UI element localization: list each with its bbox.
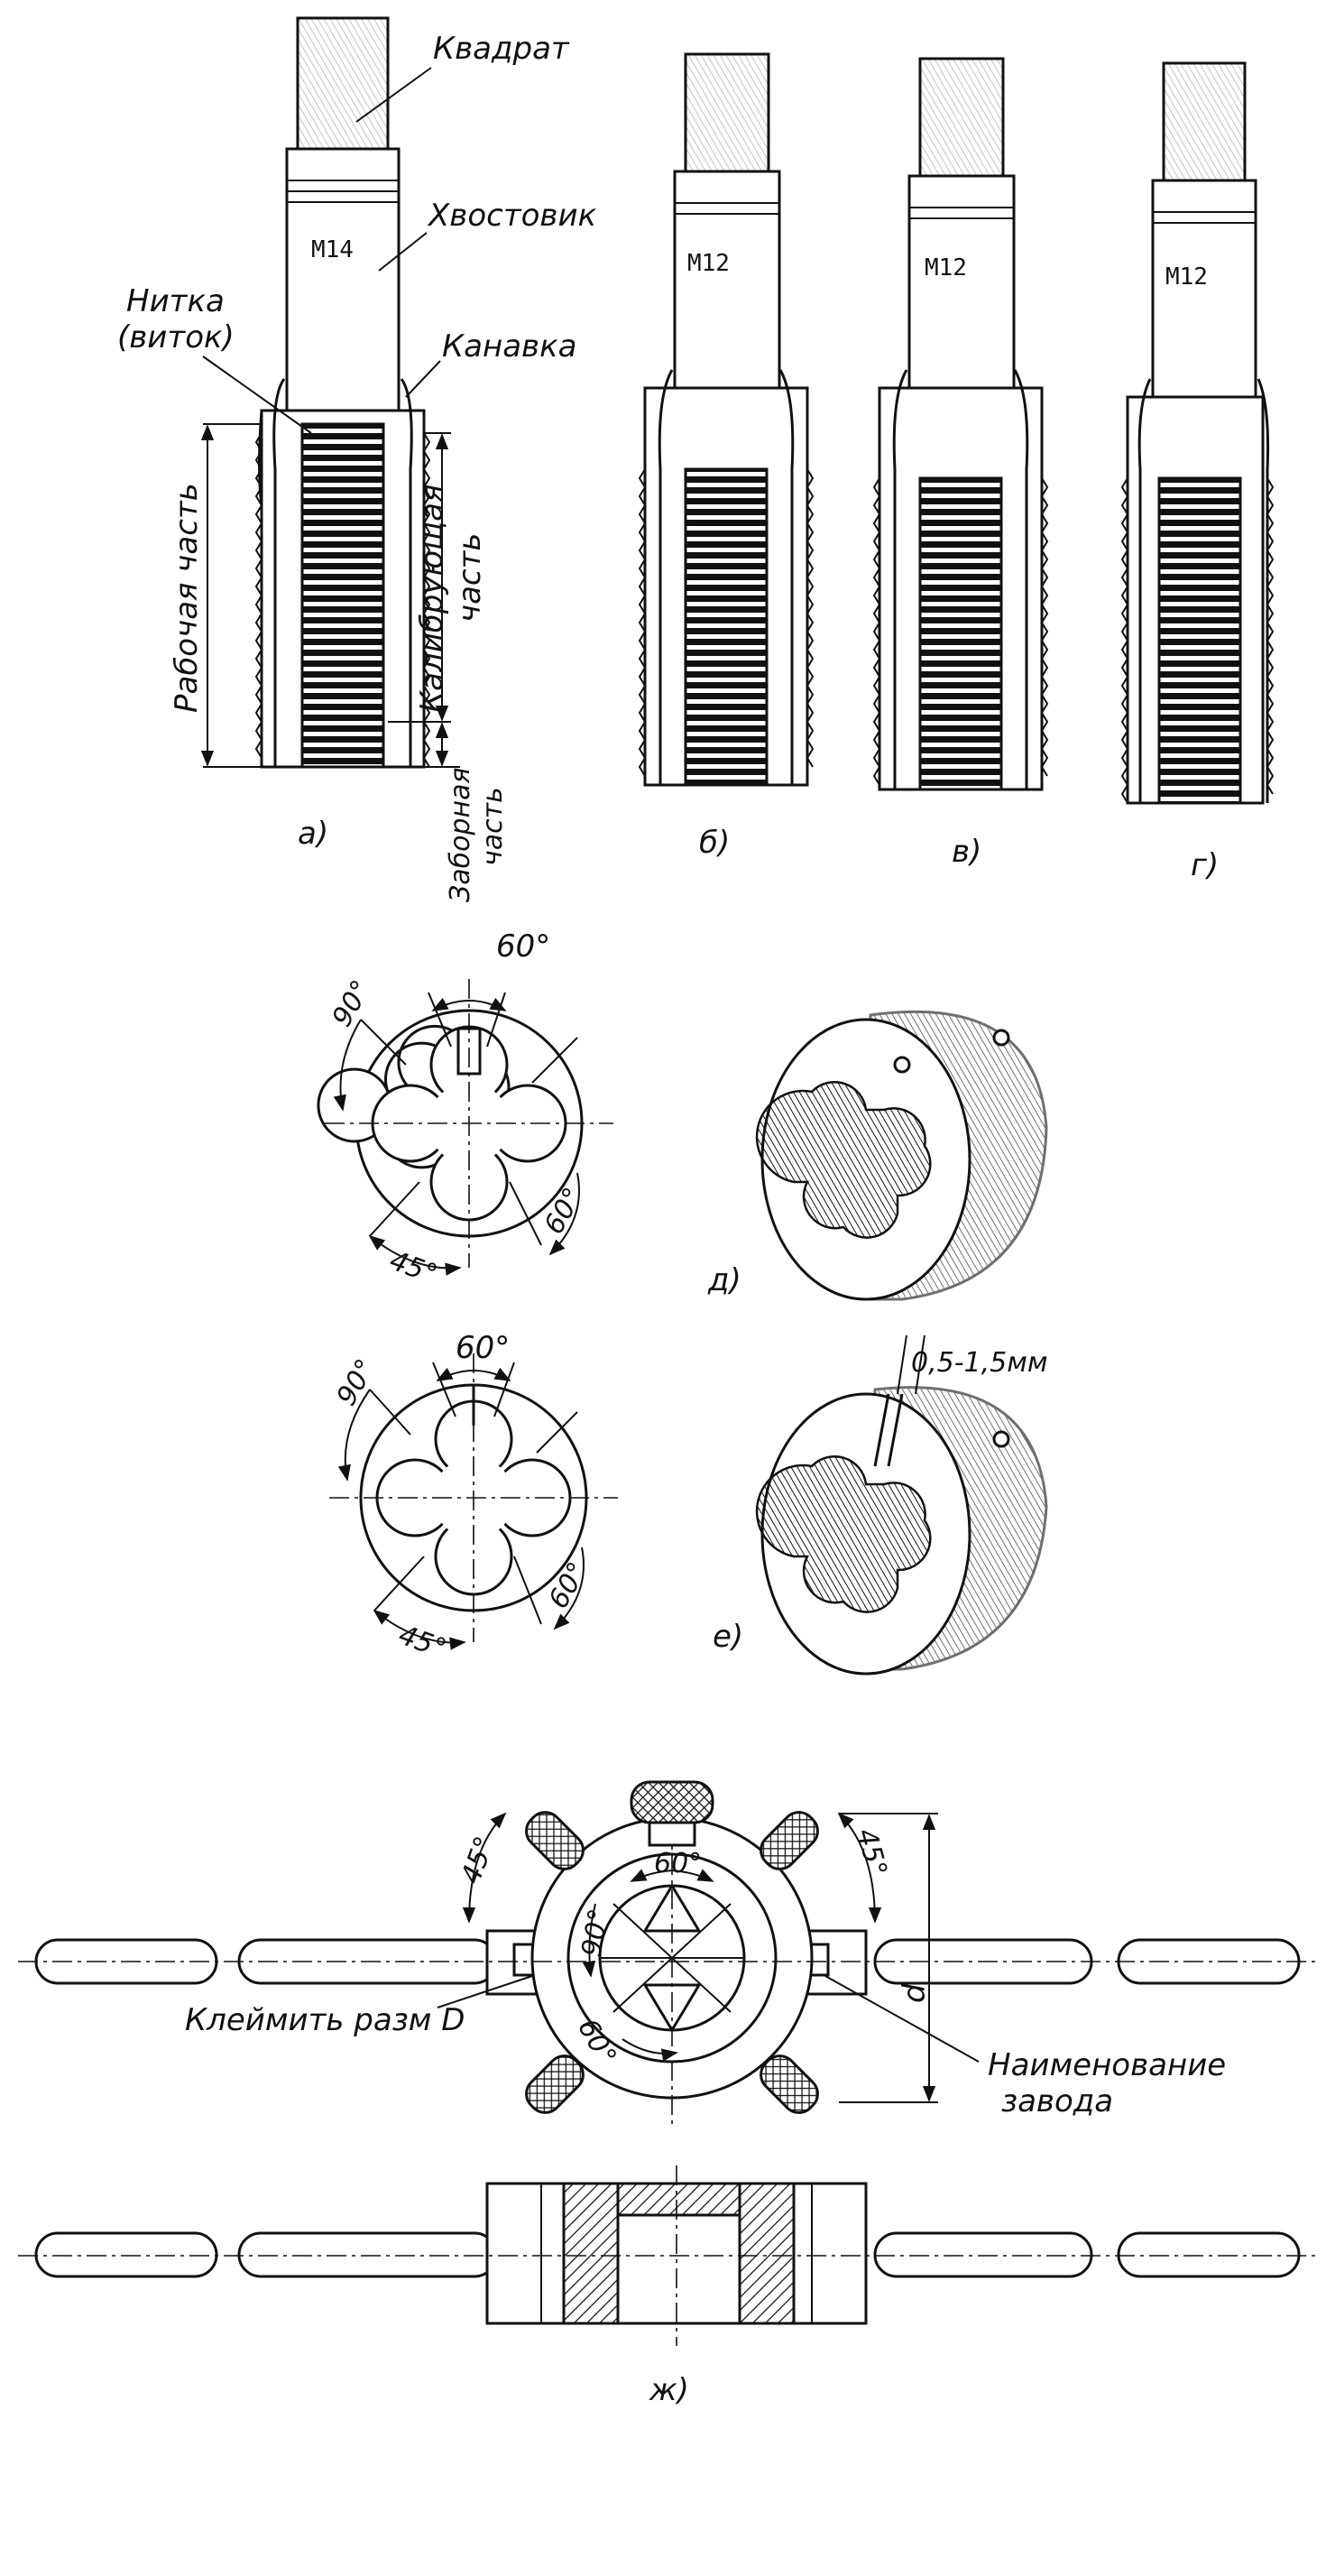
- caption-holder: ж): [649, 2372, 689, 2408]
- die-d-iso: д): [707, 1011, 1048, 1301]
- tap-a-shank: [285, 147, 401, 412]
- label-factory-1: Наименование: [988, 2047, 1226, 2083]
- die-e-angle-45: 45°: [394, 1620, 450, 1666]
- tap-c: M12 в): [872, 57, 1049, 870]
- label-thread-turn-1: Нитка: [126, 283, 225, 319]
- caption-c: в): [952, 834, 981, 870]
- die-d-angle-90: 90°: [327, 974, 378, 1032]
- caption-die-d: д): [707, 1262, 741, 1298]
- die-d-front: 60° 90° 45° 60°: [317, 928, 613, 1291]
- tap-b-marking: M12: [687, 250, 730, 277]
- label-shank: Хвостовик: [427, 198, 597, 234]
- label-stamp-size: Клеймить разм D: [185, 2002, 465, 2038]
- die-e-front: 60° 90° 45° 60°: [329, 1330, 618, 1666]
- caption-b: б): [699, 825, 730, 861]
- caption-d: г): [1191, 847, 1219, 883]
- die-e-angle-60: 60°: [456, 1330, 510, 1366]
- die-e-angle-90: 90°: [331, 1353, 382, 1411]
- label-calibrating-2: часть: [452, 533, 488, 623]
- die-e-iso: 0,5-1,5мм е): [713, 1334, 1048, 1676]
- caption-a: а): [298, 816, 328, 852]
- die-d-angle-60: 60°: [496, 928, 550, 965]
- die-holder-top: 45° 45° 60° 90° 60° d Клеймить разм D На…: [18, 1780, 1317, 2129]
- tap-b: M12 б): [638, 52, 815, 861]
- tap-a-annotations: Квадрат Хвостовик Нитка (виток) Канавка …: [117, 31, 597, 902]
- label-factory-2: завода: [1001, 2083, 1113, 2119]
- holder-angle-45: 45°: [456, 1833, 502, 1888]
- tap-a-marking: M14: [311, 236, 354, 263]
- tap-c-marking: M12: [925, 254, 967, 282]
- die-e-slit-width: 0,5-1,5мм: [911, 1347, 1048, 1379]
- tap-a: M14: [254, 16, 431, 769]
- label-thread-turn-2: (виток): [117, 319, 235, 355]
- label-square: Квадрат: [433, 31, 570, 67]
- holder-angle-45b: 45°: [850, 1825, 893, 1879]
- die-d-angle-45: 45°: [385, 1245, 441, 1291]
- caption-die-e: е): [713, 1619, 743, 1655]
- die-holder-side: ж): [18, 2165, 1317, 2408]
- label-working-part: Рабочая часть: [169, 483, 205, 713]
- label-intake-2: часть: [477, 787, 509, 866]
- tap-d: M12 г): [1120, 61, 1275, 883]
- tap-d-marking: M12: [1165, 263, 1208, 291]
- label-groove: Канавка: [442, 328, 576, 365]
- holder-dim-d: d: [897, 1983, 933, 2003]
- holder-angle-60: 60°: [654, 1848, 702, 1879]
- label-intake-1: Заборная: [445, 767, 476, 902]
- tap-a-flute: [300, 422, 385, 769]
- label-calibrating-1: Калибрующая: [414, 485, 450, 713]
